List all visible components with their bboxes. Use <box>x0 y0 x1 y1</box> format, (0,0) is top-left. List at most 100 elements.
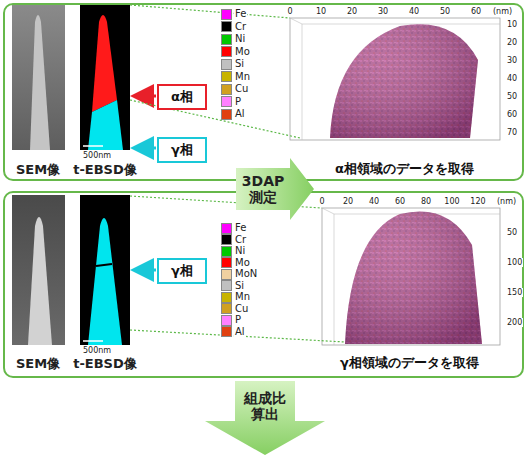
legend-text: Si <box>234 280 245 292</box>
legend-swatch <box>222 281 231 290</box>
svg-part <box>345 211 482 344</box>
image-label: SEM像 <box>15 163 61 178</box>
arrow-body <box>205 381 325 455</box>
legend-text: Si <box>234 58 245 70</box>
svg-part <box>322 208 334 345</box>
axis-tick: 30 <box>506 56 518 65</box>
legend-swatch <box>222 10 231 19</box>
legend-text: Mo <box>234 257 251 269</box>
axis-tick: 70 <box>506 128 518 137</box>
axis-tick: 200 <box>506 318 523 327</box>
leader-line <box>130 100 300 138</box>
legend-swatch <box>222 258 231 267</box>
legend-swatch <box>222 35 231 44</box>
axis-tick: (nm) <box>496 197 517 206</box>
legend-swatch <box>222 224 231 233</box>
axis-tick: (nm) <box>492 7 513 16</box>
ebsd-image <box>80 195 130 345</box>
svg-part <box>290 18 302 140</box>
panel-caption: γ相領域のデータを取得 <box>340 354 479 372</box>
legend-swatch <box>222 72 231 81</box>
axis-tick: 80 <box>420 197 432 206</box>
scale-bar <box>83 145 103 147</box>
legend-text: Mn <box>234 291 251 303</box>
legend-text: Ni <box>234 33 246 45</box>
axis-tick: 60 <box>394 197 406 206</box>
scale-label: 500nm <box>82 151 112 160</box>
phase-callout: γ相 <box>157 137 207 163</box>
axis-tick: 10 <box>315 7 327 16</box>
legend-swatch <box>222 110 231 119</box>
legend-text: Cr <box>234 234 247 246</box>
legend-swatch <box>222 316 231 325</box>
legend-text: Cu <box>234 83 249 95</box>
axis-tick: 40 <box>506 74 518 83</box>
axis-tick: 0 <box>318 197 325 206</box>
legend-swatch <box>222 304 231 313</box>
phase-callout: α相 <box>157 84 207 110</box>
sem-image <box>12 5 65 150</box>
svg-part <box>345 211 482 344</box>
callout-arrow <box>136 269 156 272</box>
image-label: t-EBSD像 <box>72 357 138 372</box>
legend-swatch <box>222 47 231 56</box>
callout-arrow <box>136 147 156 150</box>
legend-swatch <box>222 270 231 279</box>
axis-tick: 60 <box>506 110 518 119</box>
legend-text: Mn <box>234 71 251 83</box>
step-arrow: 3DAP 測定 <box>236 158 314 220</box>
needle <box>30 15 50 150</box>
legend-swatch <box>222 97 231 106</box>
legend-swatch <box>222 22 231 31</box>
axis-tick: 120 <box>469 197 486 206</box>
image-label: t-EBSD像 <box>72 163 138 178</box>
legend-text: Mo <box>234 46 251 58</box>
legend-swatch <box>222 293 231 302</box>
legend-text: Cr <box>234 21 247 33</box>
svg-part <box>322 208 500 345</box>
legend-text: Al <box>234 326 246 338</box>
legend-text: Al <box>234 108 246 120</box>
step-arrow: 組成比 算出 <box>205 381 325 455</box>
ebsd-image <box>80 5 130 150</box>
axis-tick: 40 <box>408 7 420 16</box>
axis-tick: 10 <box>506 20 518 29</box>
scale-bar <box>83 340 103 342</box>
legend-swatch <box>222 85 231 94</box>
atom-map-3d <box>322 208 500 345</box>
legend-text: Fe <box>234 222 247 234</box>
axis-tick: 150 <box>506 288 523 297</box>
gamma-phase <box>88 218 122 345</box>
axis-tick: 50 <box>506 228 518 237</box>
phase-callout: γ相 <box>157 258 207 284</box>
axis-tick: 20 <box>342 197 354 206</box>
svg-part <box>290 18 500 140</box>
needle <box>28 217 52 345</box>
legend-swatch <box>222 247 231 256</box>
axis-tick: 50 <box>439 7 451 16</box>
axis-tick: 60 <box>470 7 482 16</box>
legend-swatch <box>222 327 231 336</box>
svg-part <box>330 24 478 138</box>
panel-caption: α相領域のデータを取得 <box>335 160 474 178</box>
arrow-label: 組成比 算出 <box>235 390 295 422</box>
arrow-text-box: 3DAP 測定 <box>236 168 290 210</box>
callout-arrow <box>136 95 156 98</box>
axis-tick: 20 <box>346 7 358 16</box>
scale-label: 500nm <box>82 346 112 355</box>
phase-label: α相 <box>171 88 193 106</box>
leader-line <box>130 5 290 18</box>
legend-swatch <box>222 60 231 69</box>
axis-tick: 100 <box>443 197 460 206</box>
svg-part <box>330 24 478 138</box>
axis-tick: 30 <box>377 7 389 16</box>
legend-text: P <box>234 96 242 108</box>
axis-tick: 40 <box>368 197 380 206</box>
gamma-phase <box>88 100 123 150</box>
axis-tick: 20 <box>506 38 518 47</box>
boundary <box>96 264 112 266</box>
arrow-label: 3DAP 測定 <box>236 173 290 205</box>
sem-image <box>12 195 65 345</box>
legend-text: Ni <box>234 245 246 257</box>
